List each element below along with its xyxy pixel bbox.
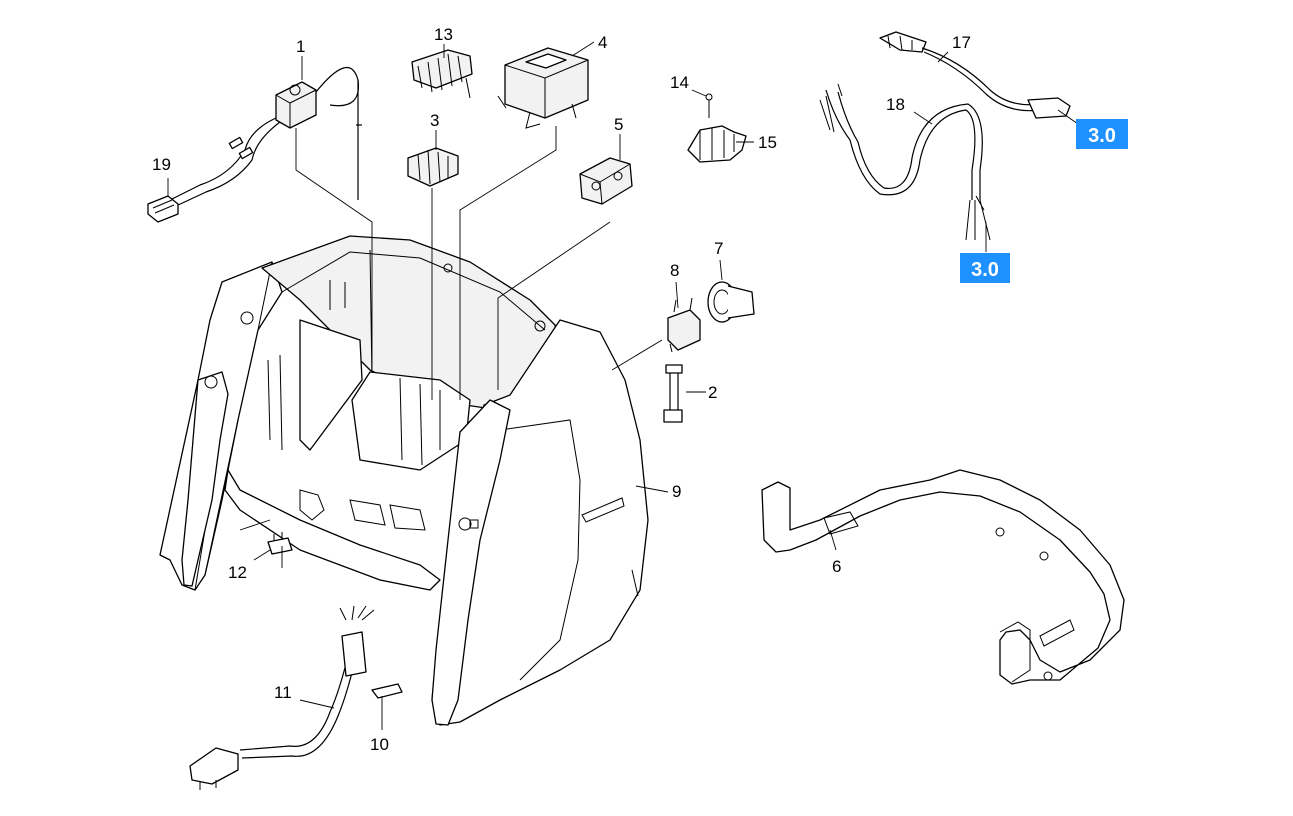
clip-12-part (267, 532, 293, 555)
callout-7: 7 (714, 239, 723, 258)
thermostat-part (169, 66, 362, 207)
knob-part (707, 281, 755, 323)
leader-lines (167, 41, 1079, 730)
cable-harness-17 (879, 31, 1071, 119)
bracket-part (579, 157, 633, 205)
callout-13: 13 (434, 25, 453, 44)
terminal-block-part (407, 147, 459, 187)
callout-9: 9 (672, 482, 681, 501)
callout-2: 2 (708, 383, 717, 402)
callout-10: 10 (370, 735, 389, 754)
callout-3: 3 (430, 111, 439, 130)
callout-19: 19 (152, 155, 171, 174)
callout-11: 11 (274, 683, 292, 702)
terminal-strip-part (411, 49, 473, 99)
callout-1: 1 (296, 37, 305, 56)
callout-6: 6 (832, 557, 841, 576)
handle-part (761, 469, 1125, 685)
switch-part (667, 297, 701, 353)
cable-harness-18 (819, 83, 991, 241)
transformer-part (497, 47, 589, 129)
mains-cable-part (189, 605, 375, 790)
callout-12: 12 (228, 563, 247, 582)
callout-5: 5 (614, 115, 623, 134)
callout-labels: 1 2 3 4 5 6 7 8 9 10 11 12 13 14 15 17 1… (152, 25, 971, 754)
reference-badge-b-label: 3.0 (971, 259, 999, 281)
connector-part (147, 195, 179, 223)
callout-17: 17 (952, 33, 971, 52)
callout-4: 4 (598, 33, 607, 52)
reference-badge-b[interactable]: 3.0 (960, 253, 1010, 283)
callout-14: 14 (670, 73, 689, 92)
cable-tie-part (371, 683, 403, 699)
clip-part (687, 125, 747, 163)
callout-18: 18 (886, 95, 905, 114)
reference-badge-a[interactable]: 3.0 (1076, 119, 1128, 149)
housing-part (159, 235, 649, 726)
callout-15: 15 (758, 133, 777, 152)
reference-badge-a-label: 3.0 (1088, 125, 1116, 147)
screw-part (705, 93, 713, 118)
callout-8: 8 (670, 261, 679, 280)
lead-part (663, 364, 683, 423)
